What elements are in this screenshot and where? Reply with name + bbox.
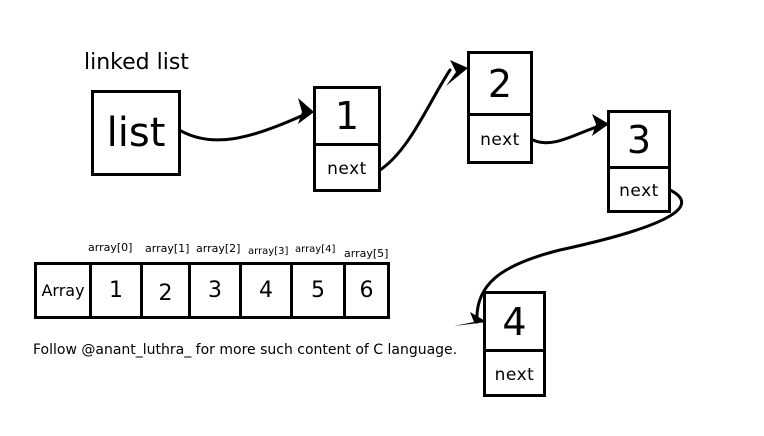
- node-2-next: next: [480, 130, 520, 150]
- array-index-2: array[2]: [196, 242, 241, 255]
- array-label: Array: [37, 265, 92, 316]
- node-1-value: 1: [316, 89, 378, 146]
- array-cell-4: 5: [293, 265, 346, 316]
- array-cell-1: 2: [143, 265, 191, 316]
- node-4-value: 4: [486, 294, 543, 352]
- arrow-node3-to-node4: [475, 188, 683, 324]
- array-cell-3: 4: [242, 265, 293, 316]
- array-index-5: array[5]: [344, 247, 389, 260]
- arrow-node1-to-node2: [378, 68, 452, 172]
- footer-text: Follow @anant_luthra_ for more such cont…: [33, 342, 458, 358]
- node-3-next: next: [619, 181, 659, 201]
- arrowhead-node3: [592, 114, 609, 136]
- array-cell-0: 1: [92, 265, 143, 316]
- arrowhead-node1: [298, 98, 314, 124]
- node-4-next: next: [494, 364, 535, 385]
- array-index-3: array[3]: [248, 246, 289, 257]
- node-4: 4 next: [483, 291, 546, 397]
- array-cell-5: 6: [359, 278, 374, 303]
- array-index-4: array[4]: [295, 244, 336, 255]
- arrowhead-node4: [454, 312, 487, 326]
- array-index-1: array[1]: [145, 242, 190, 255]
- arrow-list-to-node1: [174, 110, 312, 142]
- array-row: Array 1 2 3 4 5 6: [34, 262, 390, 319]
- list-head-box: list: [91, 90, 181, 176]
- diagram-title: linked list: [84, 50, 189, 75]
- list-head-label: list: [106, 110, 166, 156]
- array-cell-2: 3: [191, 265, 242, 316]
- node-1: 1 next: [313, 86, 381, 192]
- array-index-0: array[0]: [88, 241, 133, 254]
- node-1-next: next: [327, 159, 367, 179]
- node-2: 2 next: [467, 51, 533, 164]
- arrowhead-node2: [446, 60, 468, 86]
- node-3: 3 next: [607, 110, 671, 213]
- node-3-value: 3: [610, 113, 668, 169]
- node-2-value: 2: [470, 54, 530, 116]
